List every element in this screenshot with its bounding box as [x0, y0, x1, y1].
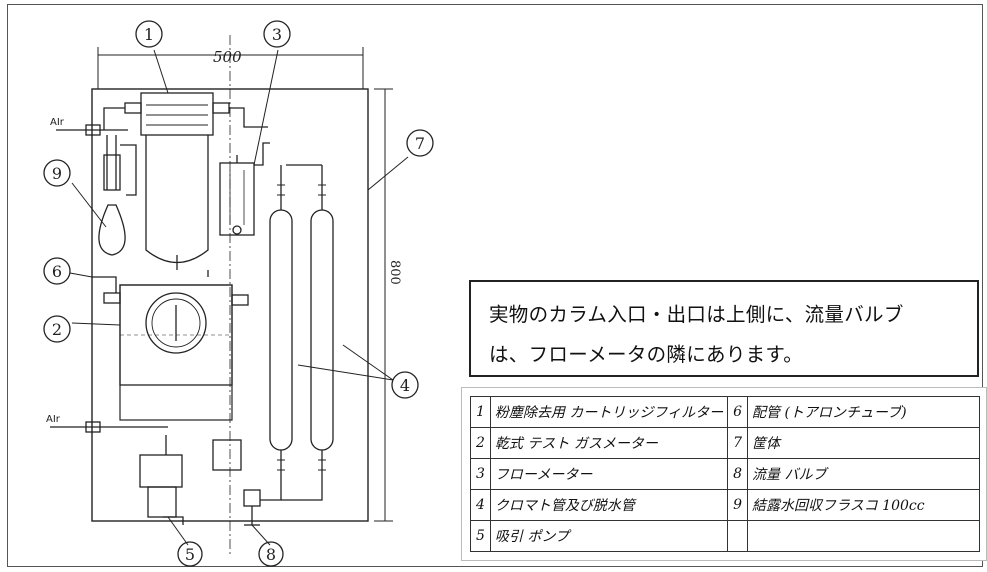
note-line-2: は、フローメータの隣にあります。 [489, 343, 804, 366]
svg-text:7: 7 [415, 134, 425, 153]
part-name: 粉塵除去用 カートリッジフィルター [489, 396, 729, 428]
svg-text:9: 9 [52, 164, 62, 183]
table-row: 2 乾式 テスト ガスメーター 7 筐体 [470, 427, 980, 459]
part-number: 5 [470, 520, 491, 552]
table-row: 5 吸引 ポンプ [470, 520, 980, 552]
note-box: 実物のカラム入口・出口は上側に、流量バルブ は、フローメータの隣にあります。 [469, 280, 979, 377]
part-number: 4 [470, 489, 491, 521]
figure-frame: 500 800 AIr [7, 4, 987, 567]
callout-8 [258, 541, 284, 567]
callout-1 [135, 20, 163, 48]
part-name: クロマト管及び脱水管 [489, 489, 729, 521]
svg-text:4: 4 [400, 376, 410, 395]
svg-text:5: 5 [185, 545, 195, 564]
part-number: 3 [470, 458, 491, 490]
condensate-flask [98, 204, 126, 256]
air-out-label: AIr [46, 414, 61, 425]
callout-4 [391, 371, 419, 399]
gas-meter-dial [145, 292, 207, 354]
svg-text:6: 6 [52, 262, 62, 281]
column-left [269, 209, 293, 451]
callout-2 [43, 315, 71, 343]
part-name: 乾式 テスト ガスメーター [489, 427, 729, 459]
note-line-1: 実物のカラム入口・出口は上側に、流量バルブ [489, 303, 904, 326]
part-name [747, 520, 980, 552]
column-right [310, 209, 334, 451]
callout-3 [263, 20, 291, 48]
callout-9 [43, 159, 71, 187]
callout-6 [43, 257, 71, 285]
parts-table: 1 粉塵除去用 カートリッジフィルター 6 配管 (トアロンチューブ) 2 乾式… [470, 396, 980, 552]
apparatus-schematic: 500 800 AIr [43, 20, 434, 567]
dim-height-label: 800 [387, 260, 402, 285]
callout-5 [177, 541, 203, 567]
svg-text:1: 1 [144, 25, 154, 44]
suction-pump [139, 454, 183, 488]
part-number: 7 [727, 427, 749, 459]
callout-7 [406, 129, 434, 157]
part-number: 2 [470, 427, 491, 459]
part-number [727, 520, 749, 552]
table-row: 3 フローメーター 8 流量 バルブ [470, 458, 980, 490]
part-name: 配管 (トアロンチューブ) [747, 396, 980, 428]
part-name: 結露水回収フラスコ 100cc [747, 489, 980, 521]
part-name: 流量 バルブ [747, 458, 980, 490]
part-name: 吸引 ポンプ [489, 520, 729, 552]
part-number: 8 [727, 458, 749, 490]
part-number: 1 [470, 396, 491, 428]
parts-list-image: 1 粉塵除去用 カートリッジフィルター 6 配管 (トアロンチューブ) 2 乾式… [461, 387, 987, 561]
part-name: フローメーター [489, 458, 729, 490]
part-number: 6 [727, 396, 749, 428]
svg-text:8: 8 [266, 545, 276, 564]
part-number: 9 [727, 489, 749, 521]
svg-text:3: 3 [272, 25, 282, 44]
dim-width-label: 500 [213, 48, 242, 66]
svg-text:2: 2 [52, 320, 62, 339]
part-name: 筐体 [747, 427, 980, 459]
filter-cartridge-top [140, 92, 214, 136]
air-in-label: AIr [50, 117, 65, 128]
flow-meter [219, 162, 255, 236]
table-row: 4 クロマト管及び脱水管 9 結露水回収フラスコ 100cc [470, 489, 980, 521]
filter-cartridge-bowl [145, 135, 209, 263]
table-row: 1 粉塵除去用 カートリッジフィルター 6 配管 (トアロンチューブ) [470, 396, 980, 428]
flow-valve [243, 489, 261, 507]
